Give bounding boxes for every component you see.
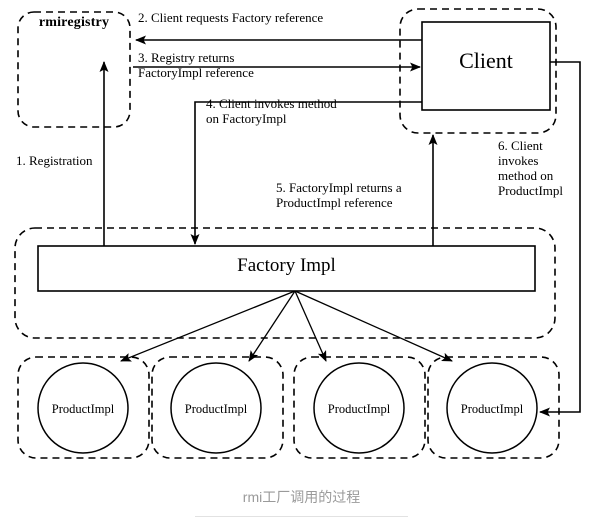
productimpl-circle-4 [446, 362, 538, 454]
step-label-4-client-invokes-method-on-factoryimpl: 4. Client invokes method on FactoryImpl [206, 96, 337, 126]
step-label-5-factoryimpl-returns-productimpl-reference: 5. FactoryImpl returns a ProductImpl ref… [276, 180, 402, 210]
arrow-factory-to-product-2 [248, 290, 296, 362]
node-label-productimpl-1: ProductImpl [51, 402, 115, 416]
node-label-productimpl-4: ProductImpl [460, 402, 524, 416]
productimpl-circle-3 [313, 362, 405, 454]
caption-divider [195, 516, 408, 517]
arrow-factory-to-product-3 [294, 290, 327, 362]
node-label-client: Client [459, 48, 513, 73]
productimpl-circle-1 [37, 362, 129, 454]
node-label-productimpl-2: ProductImpl [184, 402, 248, 416]
node-label-rmiregistry: rmiregistry [38, 15, 110, 30]
factoryimpl-box [37, 245, 536, 292]
arrow-factory-to-product-1 [120, 290, 296, 362]
step-label-3-registry-returns-factoryimpl-reference: 3. Registry returns FactoryImpl referenc… [138, 50, 254, 80]
step-label-2-client-requests-factory-reference: 2. Client requests Factory reference [138, 10, 324, 25]
rmiregistry-container [17, 11, 131, 128]
arrow-factory-to-product-4 [294, 290, 453, 362]
node-label-factoryimpl: Factory Impl [237, 255, 336, 276]
productimpl-circle-2 [170, 362, 262, 454]
step-label-1-registration: 1. Registration [16, 153, 93, 168]
diagram-caption: rmi工厂调用的过程 [242, 489, 361, 505]
arrow-step-6 [539, 61, 581, 417]
step-label-6-client-invokes-method-on-productimpl: 6. Client invokes method on ProductImpl [498, 138, 563, 198]
node-label-productimpl-3: ProductImpl [327, 402, 391, 416]
client-box [421, 21, 551, 111]
client-container [399, 8, 557, 134]
factoryimpl-container [14, 227, 556, 339]
arrow-step-4 [190, 101, 422, 245]
